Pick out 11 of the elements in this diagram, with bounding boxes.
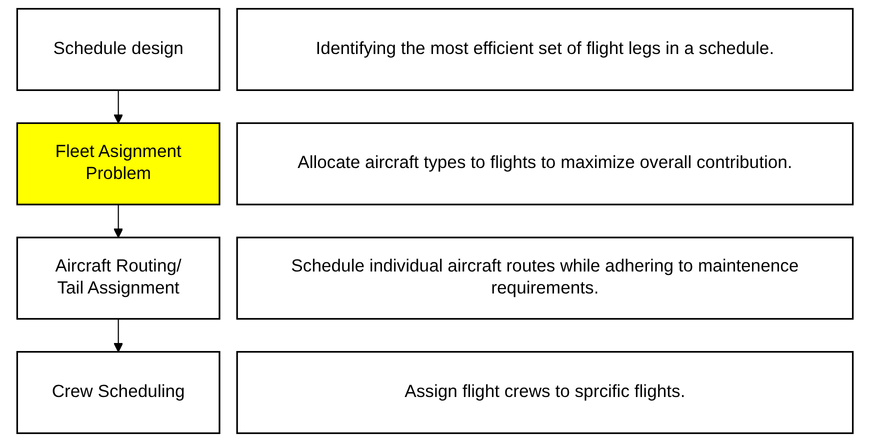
node-box: Assign flight crews to sprcific flights.: [236, 351, 854, 434]
arrow: [114, 318, 124, 352]
node-box: Fleet Asignment Problem: [16, 122, 220, 206]
node-box: Identifying the most efficient set of flight legs in a schedule.: [236, 8, 854, 91]
node-box: Allocate aircraft types to flights to maximize overall contribution.: [236, 122, 854, 206]
node-box: Schedule individual aircraft routes while adhering to maintenence requirements.: [236, 236, 854, 320]
node-box: Aircraft Routing/ Tail Assignment: [16, 236, 220, 320]
arrow: [114, 90, 124, 124]
node-box: Schedule design: [16, 8, 220, 91]
node-box: Crew Scheduling: [16, 351, 220, 434]
arrow: [114, 204, 124, 238]
